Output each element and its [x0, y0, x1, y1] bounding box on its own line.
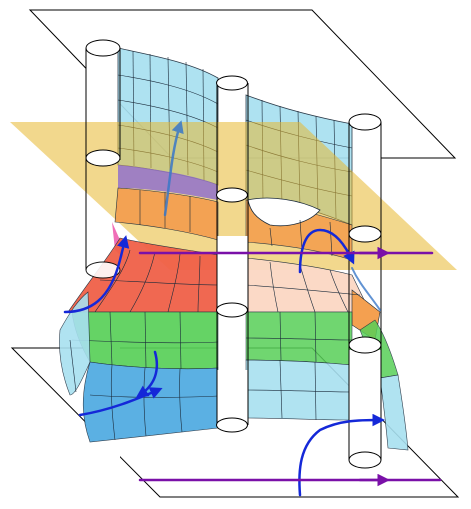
arrow-bottom-right — [298, 413, 385, 497]
arrow-bottom-left — [78, 387, 163, 417]
surface-green — [71, 311, 399, 379]
surface-hole — [247, 197, 321, 227]
arrow-right-tail — [351, 267, 381, 311]
surface-cyan-far — [379, 374, 409, 451]
surface-blue-left — [82, 361, 219, 443]
arrow-upper-left — [163, 120, 184, 217]
cylinder-right — [348, 113, 382, 469]
arrow-green-mid — [135, 350, 159, 398]
arrow-left-entry — [63, 235, 130, 314]
surface-lower — [59, 291, 409, 451]
flow-arrows — [63, 120, 442, 497]
surface-peach-right — [245, 257, 371, 313]
surface-cyan-left-flap — [59, 291, 91, 396]
surface-middle — [112, 165, 353, 261]
surface-green-right — [245, 311, 353, 366]
cylinder-left — [85, 39, 121, 279]
